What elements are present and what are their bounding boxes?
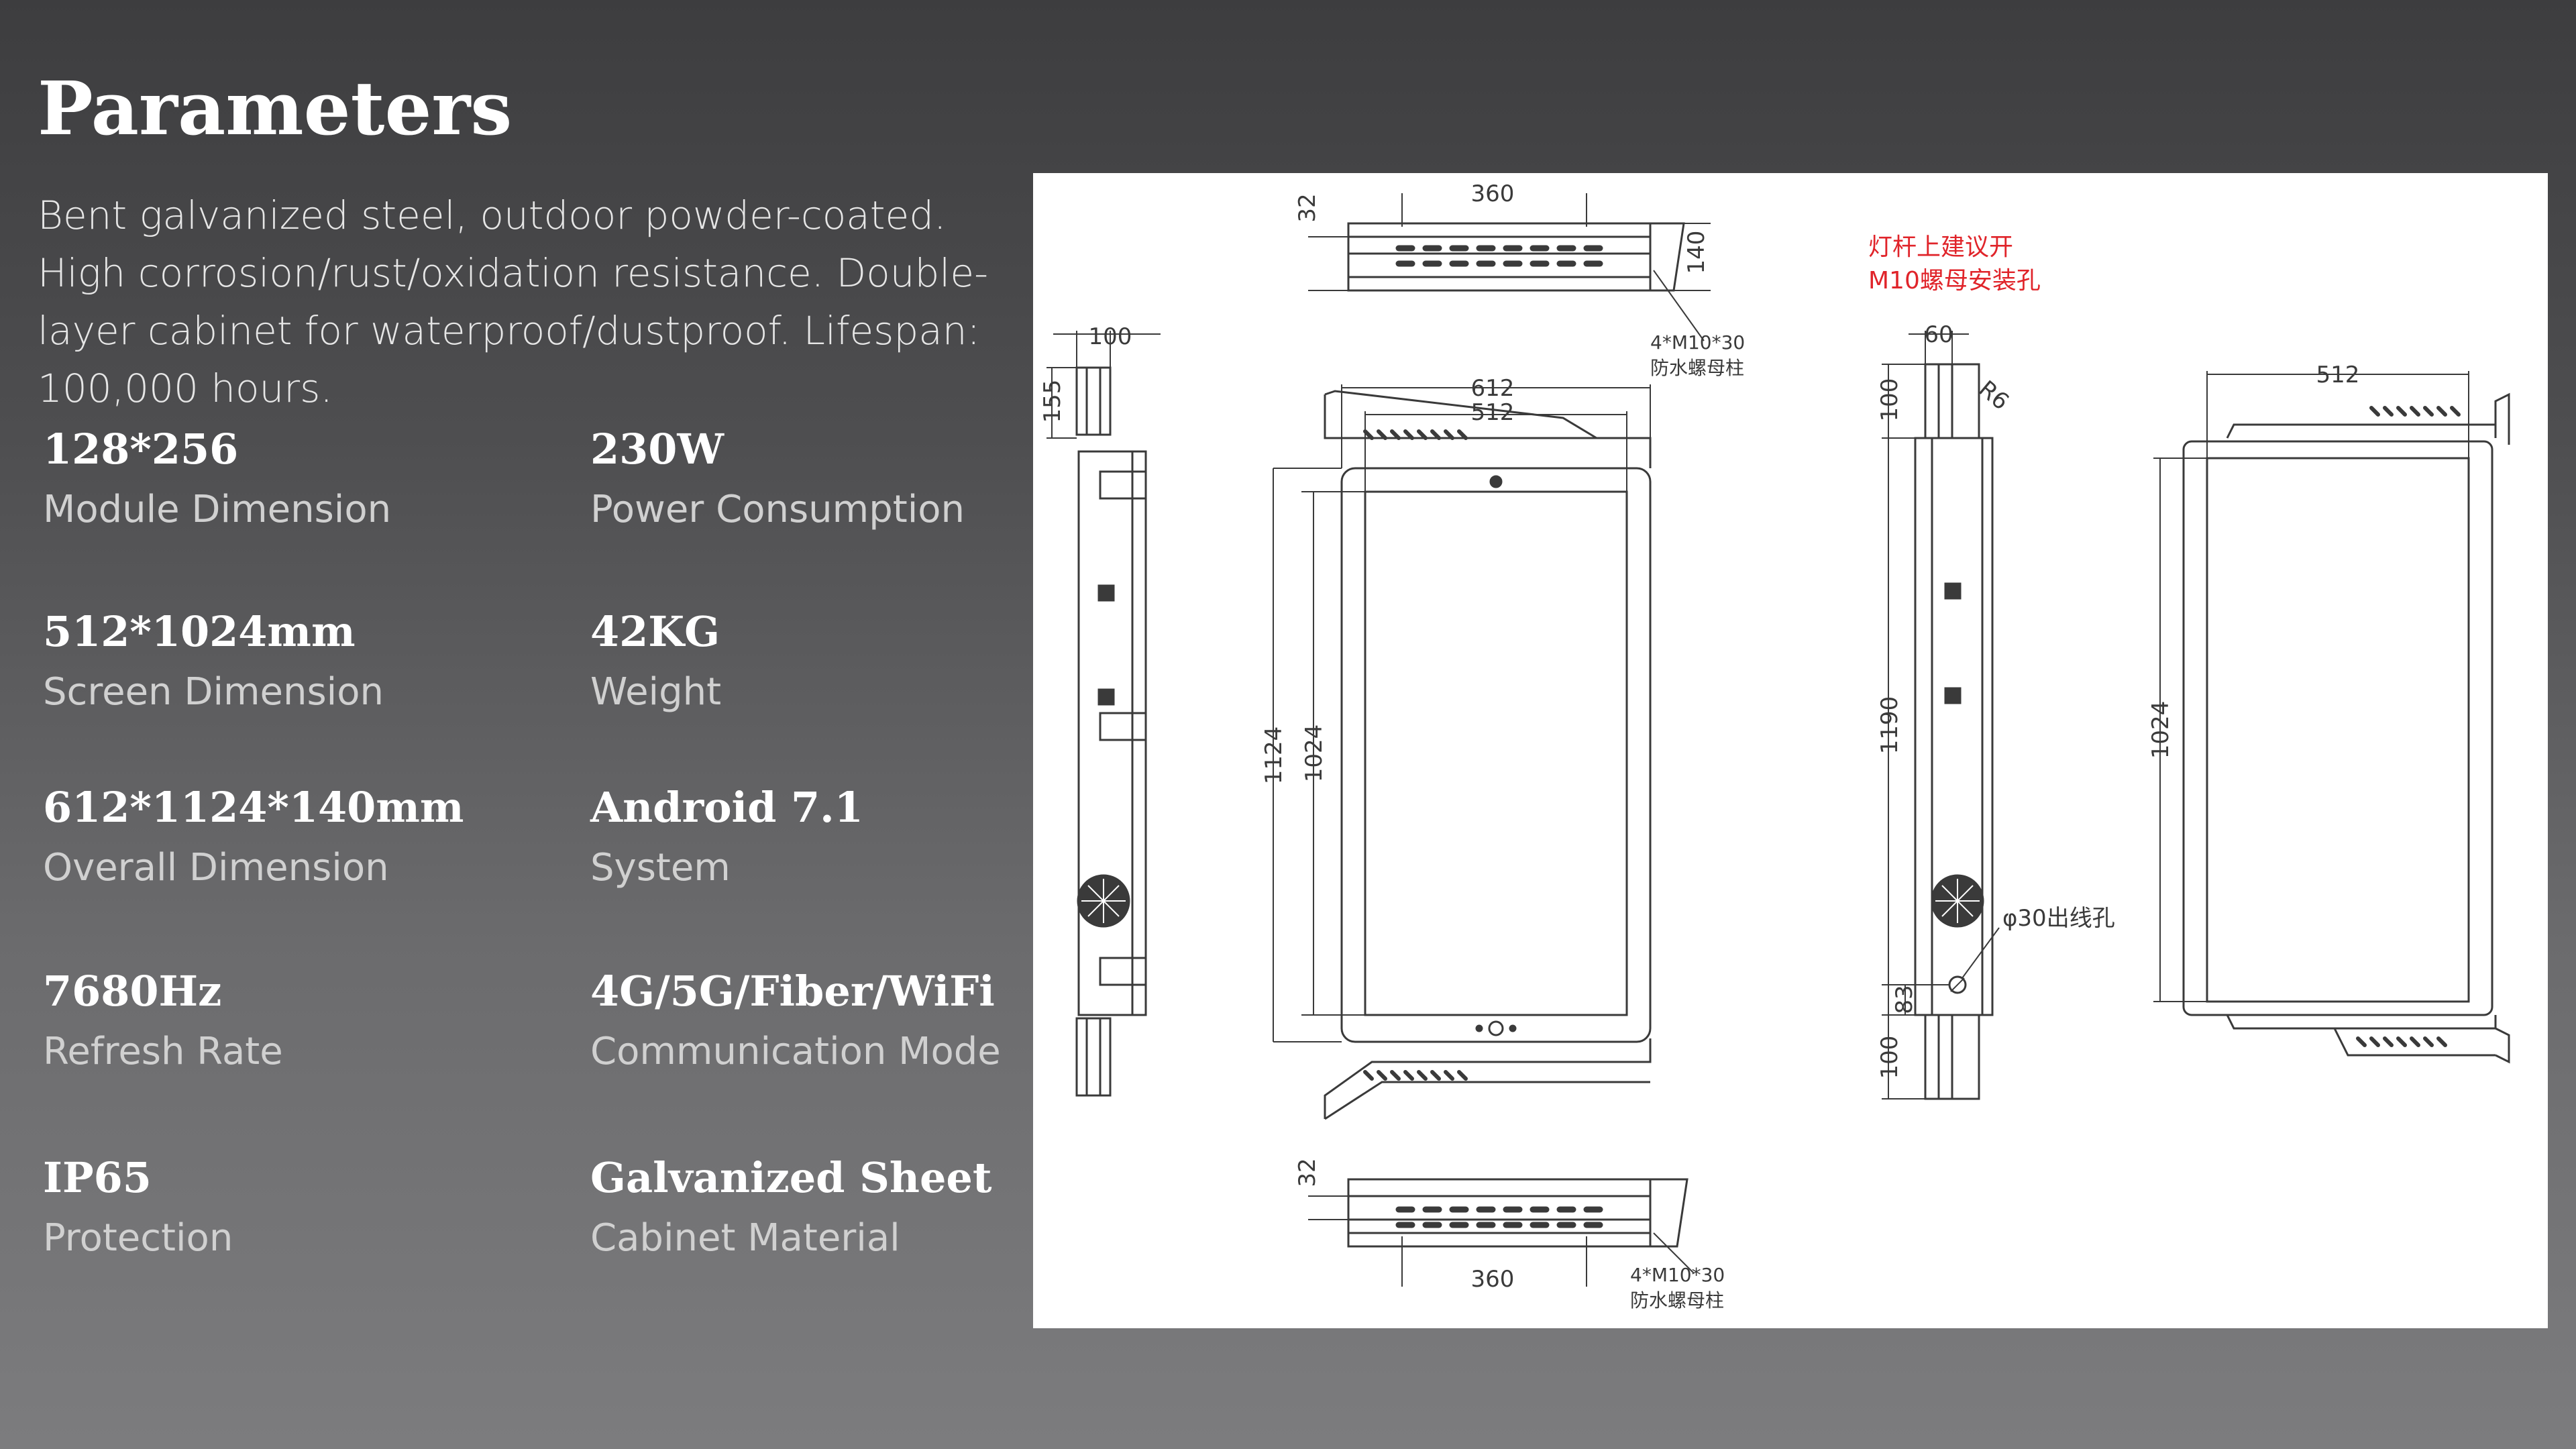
param-weight: 42KG Weight bbox=[590, 605, 721, 719]
dim-label: 1190 bbox=[1876, 696, 1903, 755]
side-view-left bbox=[1046, 331, 1161, 1097]
technical-drawing: 360 32 140 100 155 612 512 1124 1024 360… bbox=[1039, 180, 2510, 1311]
bolt-spec-note: 4*M10*30 bbox=[1650, 331, 1745, 354]
param-value: 128*256 bbox=[43, 425, 239, 474]
pole-mount-note-line1: 灯杆上建议开 bbox=[1868, 233, 2013, 261]
dim-label: 1024 bbox=[1301, 724, 1328, 783]
dim-label: 83 bbox=[1891, 985, 1918, 1014]
param-label: Overall Dimension bbox=[43, 846, 389, 890]
param-value: Galvanized Sheet bbox=[590, 1153, 992, 1202]
param-value: Android 7.1 bbox=[590, 783, 863, 832]
dim-label: 100 bbox=[1876, 1036, 1903, 1079]
dim-label: 155 bbox=[1039, 380, 1066, 423]
cable-hole-note: φ30出线孔 bbox=[2002, 905, 2115, 932]
dim-label: 32 bbox=[1294, 1158, 1321, 1187]
param-label: Refresh Rate bbox=[43, 1030, 283, 1073]
param-system: Android 7.1 System bbox=[590, 781, 863, 895]
product-description: Bent galvanized steel, outdoor powder-co… bbox=[38, 193, 989, 411]
param-overall-dimension: 612*1124*140mm Overall Dimension bbox=[43, 781, 464, 895]
dim-label: 1024 bbox=[2147, 701, 2174, 759]
param-value: IP65 bbox=[43, 1153, 152, 1202]
param-communication-mode: 4G/5G/Fiber/WiFi Communication Mode bbox=[590, 965, 1001, 1079]
dim-label: 360 bbox=[1471, 180, 1515, 207]
dim-label: 100 bbox=[1876, 378, 1903, 422]
back-view bbox=[2153, 371, 2510, 1064]
param-value: 7680Hz bbox=[43, 967, 222, 1016]
param-cabinet-material: Galvanized Sheet Cabinet Material bbox=[590, 1151, 991, 1265]
param-label: Cabinet Material bbox=[590, 1216, 900, 1260]
bolt-name-note: 防水螺母柱 bbox=[1650, 357, 1744, 379]
bolt-name-note: 防水螺母柱 bbox=[1630, 1289, 1724, 1311]
bolt-spec-note: 4*M10*30 bbox=[1630, 1264, 1725, 1286]
top-view-lower bbox=[1308, 1178, 1695, 1287]
param-value: 230W bbox=[590, 425, 724, 474]
dim-label: 60 bbox=[1924, 321, 1953, 348]
dim-label: 32 bbox=[1294, 193, 1321, 222]
param-screen-dimension: 512*1024mm Screen Dimension bbox=[43, 605, 384, 719]
dim-label: 140 bbox=[1683, 231, 1710, 274]
param-label: Power Consumption bbox=[590, 488, 965, 531]
front-view bbox=[1273, 384, 1652, 1120]
dim-label: 360 bbox=[1471, 1266, 1515, 1293]
dim-label: 100 bbox=[1089, 323, 1132, 350]
pole-mount-note-line2: M10螺母安装孔 bbox=[1868, 267, 2041, 294]
dim-label: 512 bbox=[2316, 362, 2360, 388]
param-module-dimension: 128*256 Module Dimension bbox=[43, 423, 391, 537]
dim-label: 1124 bbox=[1260, 727, 1287, 785]
param-label: Screen Dimension bbox=[43, 670, 384, 714]
param-value: 42KG bbox=[590, 607, 720, 656]
param-value: 512*1024mm bbox=[43, 607, 356, 656]
side-view-right bbox=[1882, 331, 2000, 1100]
dim-label: 512 bbox=[1471, 399, 1515, 426]
top-view-upper bbox=[1308, 193, 1711, 341]
param-label: Weight bbox=[590, 670, 722, 714]
dim-label: 612 bbox=[1471, 375, 1515, 402]
param-protection: IP65 Protection bbox=[43, 1151, 233, 1265]
param-label: System bbox=[590, 846, 731, 890]
page-title: Parameters bbox=[38, 65, 513, 152]
param-label: Protection bbox=[43, 1216, 233, 1260]
param-value: 612*1124*140mm bbox=[43, 783, 464, 832]
param-power-consumption: 230W Power Consumption bbox=[590, 423, 965, 537]
technical-drawing-panel: 360 32 140 100 155 612 512 1124 1024 360… bbox=[1033, 173, 2548, 1328]
param-refresh-rate: 7680Hz Refresh Rate bbox=[43, 965, 283, 1079]
param-label: Module Dimension bbox=[43, 488, 392, 531]
param-value: 4G/5G/Fiber/WiFi bbox=[590, 967, 995, 1016]
param-label: Communication Mode bbox=[590, 1030, 1001, 1073]
